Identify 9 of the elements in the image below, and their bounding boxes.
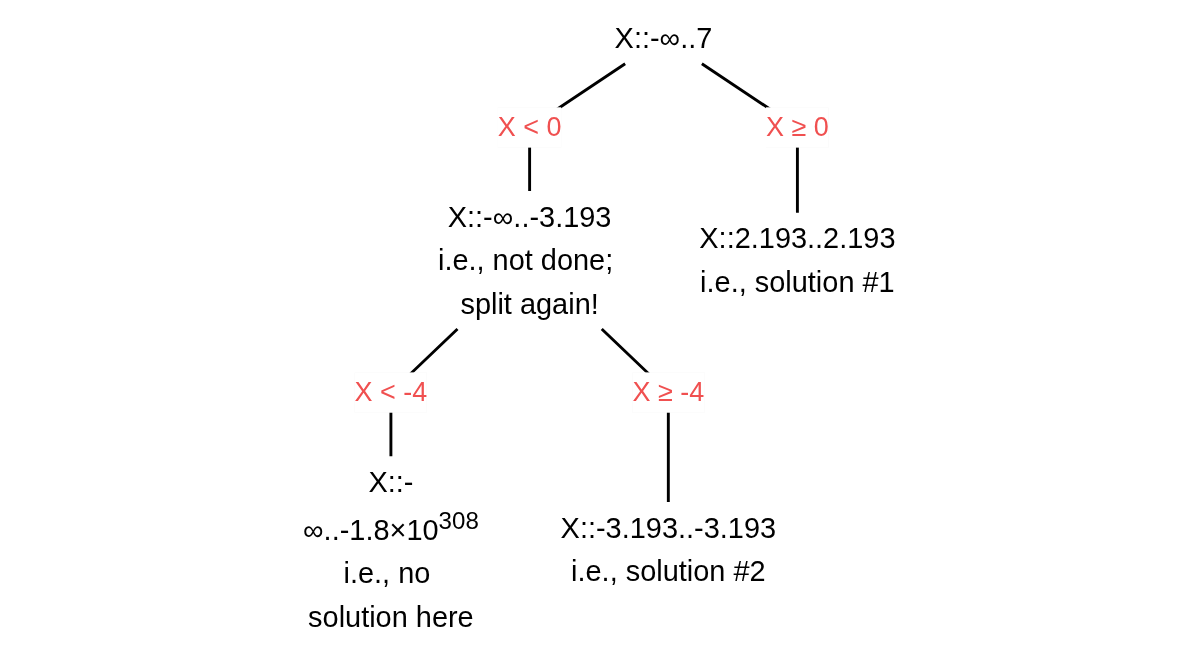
node-text: X::2.193..2.193 i.e., solution #1: [699, 222, 896, 298]
node-text: X::-∞..-1.8×10$^{308}$ i.e., no solution here: [302, 465, 479, 633]
edge-label: X ≥ 0: [765, 112, 829, 142]
node-text: X::-∞..7: [614, 22, 713, 55]
edge-label: X ≥ -4: [632, 377, 705, 408]
edge-label: X < -4: [354, 377, 428, 408]
node-text: X::-3.193..-3.193 i.e., solution #2: [560, 511, 777, 587]
edge-label: X < 0: [497, 112, 562, 142]
node-text: X::-∞..-3.193 i.e., not done; split again!: [437, 200, 614, 320]
